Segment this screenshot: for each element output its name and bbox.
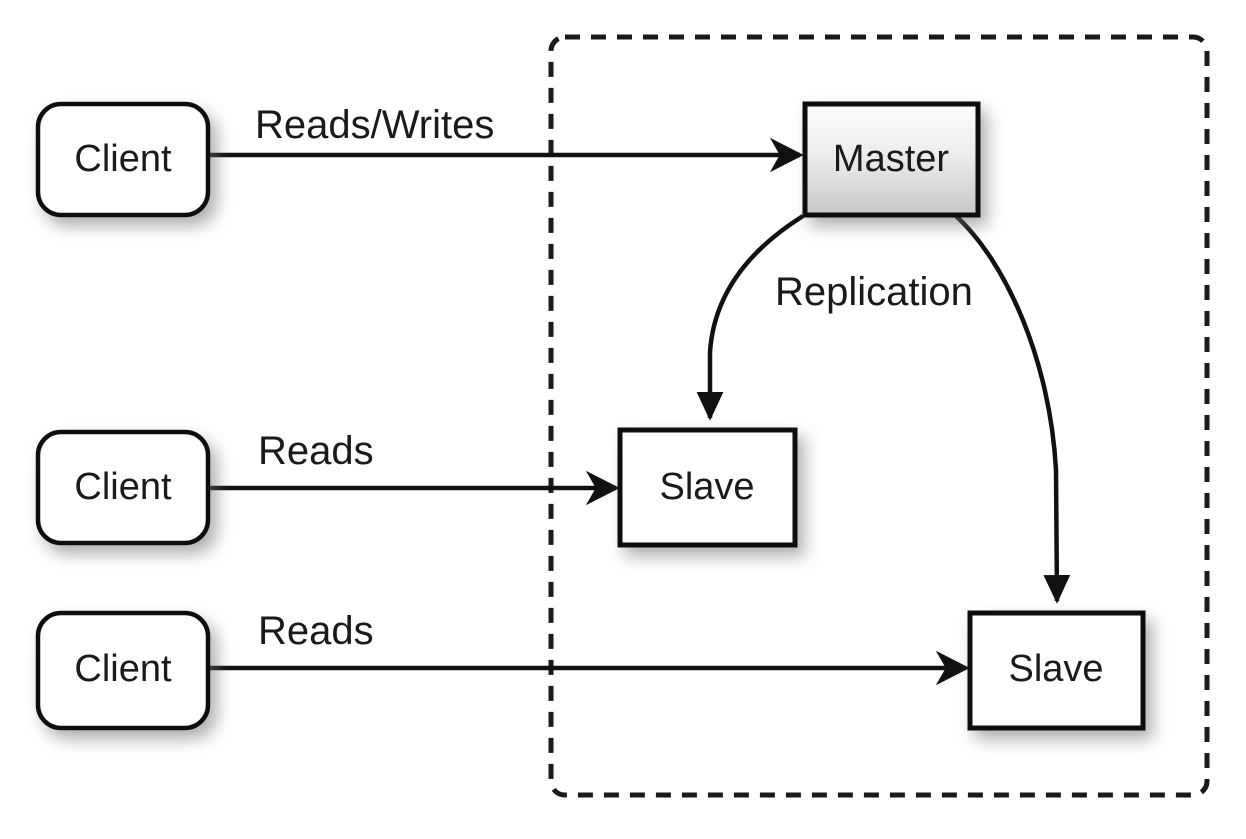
client-2-shape[interactable] <box>35 429 211 546</box>
client-3-shape[interactable] <box>35 610 211 731</box>
client-1-shape[interactable] <box>35 101 211 218</box>
master-shape[interactable] <box>802 101 981 218</box>
master-label: Master <box>833 138 949 180</box>
node-client-1[interactable]: Client <box>35 101 211 218</box>
node-master[interactable]: Master <box>802 101 981 218</box>
edge-label-replication: Replication <box>775 270 973 314</box>
client-2-label: Client <box>74 466 172 508</box>
slave-2-label: Slave <box>1008 648 1103 690</box>
slave-1-label: Slave <box>659 466 754 508</box>
node-slave-2[interactable]: Slave <box>967 610 1146 731</box>
edge-master-slave2 <box>954 214 1071 604</box>
client-3-label: Client <box>74 648 172 690</box>
client-1-label: Client <box>74 138 172 180</box>
slave-2-shape[interactable] <box>967 610 1146 731</box>
node-client-2[interactable]: Client <box>35 429 211 546</box>
edge-label-reads-writes: Reads/Writes <box>255 103 494 147</box>
replication-cluster-boundary <box>548 34 1210 798</box>
node-client-3[interactable]: Client <box>35 610 211 731</box>
edge-label-reads-slave-2: Reads <box>258 609 374 653</box>
edge-master-slave1 <box>696 214 805 421</box>
slave-1-shape[interactable] <box>617 427 798 548</box>
edge-label-reads-slave-1: Reads <box>258 429 374 473</box>
node-slave-1[interactable]: Slave <box>617 427 798 548</box>
